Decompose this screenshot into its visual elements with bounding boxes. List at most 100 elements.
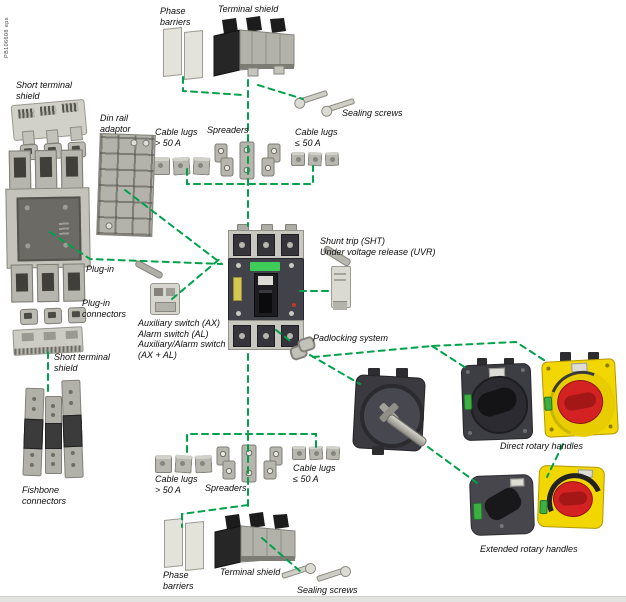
label-plug-in-connectors: Plug-in connectors [82, 298, 127, 319]
label-cable-lugs-le50-bottom: Cable lugs ≤ 50 A [293, 463, 336, 484]
terminal-screw [287, 242, 293, 248]
connector-slot [67, 272, 81, 291]
connector-block [36, 263, 60, 303]
lug-icon [292, 446, 306, 460]
lug-icon [192, 156, 211, 176]
handle-plate [539, 358, 626, 448]
bar-band [23, 418, 44, 450]
pole-slot [257, 234, 275, 256]
lug-icon [307, 151, 323, 167]
label-extended-rotary-handles: Extended rotary handles [480, 544, 578, 554]
mech-tab [372, 446, 384, 455]
module-line [334, 273, 346, 275]
phase-barrier-icon [185, 521, 204, 571]
lug-icon [325, 445, 341, 461]
breaker-body [228, 258, 304, 322]
module-foot [333, 301, 347, 310]
pole-slot [257, 325, 275, 347]
shield-foot [69, 126, 83, 142]
terminal-screw [263, 242, 269, 248]
screw-dot [24, 205, 30, 211]
connector-block [8, 150, 32, 191]
bar-band [62, 414, 83, 448]
connector-slot [15, 273, 29, 292]
shield-vents [61, 102, 79, 113]
plate-screw [465, 369, 471, 375]
terminal-screw [239, 242, 245, 248]
label-short-terminal-shield-2: Short terminal shield [54, 352, 111, 373]
screw-dot [62, 204, 68, 210]
screw-head [338, 564, 353, 579]
label-direct-rotary-handles: Direct rotary handles [500, 441, 584, 451]
label-phase-barriers-bottom: Phase barriers [163, 570, 194, 591]
connector-block [10, 264, 34, 303]
label-cable-lugs-le50-top: Cable lugs ≤ 50 A [295, 127, 338, 148]
module-line [334, 279, 346, 281]
fishbone-bar-icon [45, 396, 62, 474]
plate-screw [522, 428, 528, 434]
lug-icon [153, 157, 170, 175]
body-screw [236, 311, 241, 316]
module-detail [155, 302, 176, 312]
connector-block [60, 149, 84, 190]
phase-barrier-icon [163, 27, 182, 77]
direct-rotary-handle-black-icon [460, 358, 534, 442]
cable-lugs-gt50-icon [153, 156, 211, 176]
screw-dot [130, 139, 138, 147]
module-detail [166, 288, 175, 296]
lug-icon [194, 454, 213, 474]
pole-slot [233, 325, 251, 347]
bar-hole [30, 452, 35, 458]
label-short-terminal-shield-top: Short terminal shield [16, 80, 73, 101]
terminal-shield-bottom-icon [214, 512, 296, 569]
connector-slot [13, 157, 27, 178]
aux-switch-wire [134, 259, 164, 280]
rating-label [510, 478, 525, 487]
handle-tab [588, 352, 599, 362]
shield-vents [39, 105, 57, 116]
label-sealing-screws-bottom: Sealing screws [297, 585, 358, 595]
label-spreaders-top: Spreaders [207, 125, 249, 135]
bar-hole [51, 453, 55, 457]
phase-barrier-icon [164, 518, 183, 568]
extended-rotary-handle-black-icon [468, 473, 536, 537]
lug-icon [291, 152, 305, 166]
bar-hole [32, 396, 37, 402]
screw-dot [142, 139, 150, 147]
label-padlocking-system: Padlocking system [313, 333, 389, 343]
extended-rotary-handle-yellow-icon [536, 464, 612, 538]
plate-screw [549, 427, 554, 432]
pole-slot [233, 234, 251, 256]
handle-plate [468, 473, 536, 537]
terminal-screw [263, 333, 269, 339]
label-terminal-shield-top: Terminal shield [218, 4, 279, 14]
side-label-yellow [233, 277, 242, 301]
plug-in-recess [16, 196, 82, 262]
screw-dot [25, 243, 31, 249]
module-detail [154, 288, 163, 296]
bar-hole [71, 462, 76, 468]
mech-tab [396, 368, 408, 378]
bar-hole [51, 413, 55, 417]
lug-icon [308, 445, 324, 461]
handle-tab [560, 352, 571, 362]
reference-code: PB106608 eps [4, 17, 10, 58]
green-indicator [463, 393, 473, 411]
cable-lugs-gt50-icon [155, 454, 213, 474]
bar-band [45, 423, 62, 449]
spreaders-icon [216, 444, 283, 483]
terminal-screw [239, 333, 245, 339]
knob-grip [563, 391, 598, 412]
body-screw [289, 263, 294, 268]
cable-lugs-le50-icon [292, 445, 341, 461]
plug-in-frame [5, 187, 91, 269]
bottom-edge-strip [0, 596, 626, 602]
plug-in-bottom-connectors [10, 263, 86, 303]
direct-rotary-handle-yellow-icon [539, 352, 626, 448]
plug-in-top-connectors [8, 149, 84, 191]
shunt-trip-module-icon [331, 266, 351, 310]
short-terminal-shield-icon [10, 98, 88, 146]
vent-dots [58, 220, 70, 235]
circuit-breaker [228, 224, 304, 352]
